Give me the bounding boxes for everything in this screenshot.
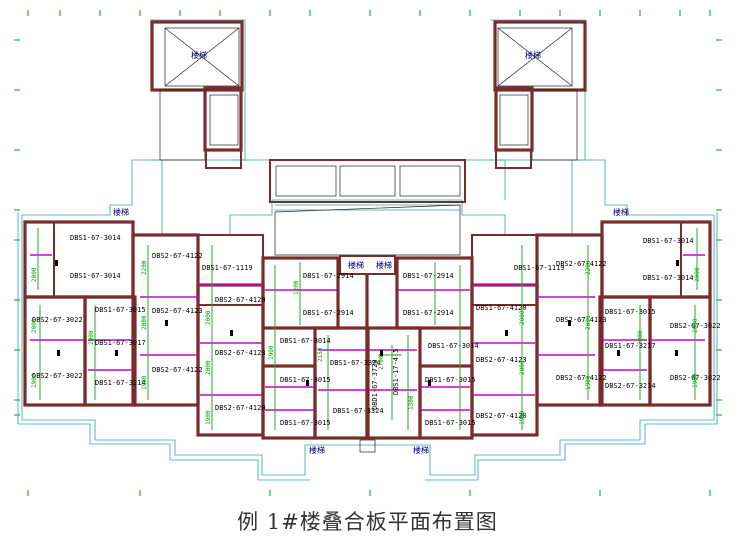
dim-text: 1900	[692, 373, 699, 388]
panel-label: DBS1-67-2914	[403, 272, 454, 280]
dim-text: 2000	[519, 310, 526, 325]
dim-text: 2150	[317, 347, 324, 362]
panel-label: DBS1-67-3324	[333, 407, 384, 415]
panel-label: DBS1-67-1119	[202, 264, 253, 272]
panel-labels-left: DBS1-67-3014 DBS1-67-3014 DBS1-67-3015 D…	[32, 234, 384, 427]
panel-label: DBS2-67-3214	[605, 382, 656, 390]
panel-label: DBS1-67-3017	[95, 339, 146, 347]
dim-text: 1900	[268, 345, 275, 360]
panel-label: DBS1-67-4120	[476, 304, 527, 312]
dim-text: 2000	[31, 318, 38, 333]
dim-texts: 2000 2000 1900 2000 2200 2000 1900 2000 …	[31, 260, 701, 425]
shaft-label: 楼梯	[191, 50, 207, 60]
dim-text: 2000	[694, 267, 701, 282]
dim-text: 1900	[205, 410, 212, 425]
axis-ticks	[14, 10, 722, 496]
panel-label: DBS2-67-4120	[215, 404, 266, 412]
panel-label: DBS1-67-3015	[425, 376, 476, 384]
panel-label: DBS1-67-3015	[95, 306, 146, 314]
panel-label: DBS2-67-3022	[32, 372, 83, 380]
panel-label: DBS2-67-4122	[152, 366, 203, 374]
dim-text: 1900	[519, 410, 526, 425]
green-dim-lines	[37, 228, 698, 430]
panel-label: DBS2-67-4122	[556, 374, 607, 382]
floor-plan-drawing: DBS1-67-3014 DBS1-67-3014 DBS1-67-3015 D…	[14, 10, 722, 496]
panel-label: DBS2-67-4122	[556, 260, 607, 268]
dim-text: 1900	[585, 375, 592, 390]
central-core	[269, 159, 466, 275]
dim-text: 2000	[519, 360, 526, 375]
dim-text: 2000	[141, 315, 148, 330]
stair-tower-right	[493, 20, 587, 169]
panel-label: DBS1-67-3014	[70, 234, 121, 242]
dim-text: 2000	[205, 310, 212, 325]
shaft-label: 楼梯	[348, 260, 364, 270]
panel-label: DBS1-67-2914	[403, 309, 454, 317]
panel-label: DBS1-67-3015	[425, 419, 476, 427]
dim-text: 1200	[293, 280, 300, 295]
dim-text: 2200	[585, 260, 592, 275]
dim-text: 1900	[31, 373, 38, 388]
panel-label: DBS1-67-3014	[70, 272, 121, 280]
shaft-label: 楼梯	[309, 445, 325, 455]
dim-text: 2000	[88, 330, 95, 345]
panel-label: DBS2-67-4123	[215, 349, 266, 357]
hatch-blocks	[55, 260, 679, 386]
panel-label: DBS1-67-3015	[280, 376, 331, 384]
shaft-label: 楼梯	[113, 207, 129, 217]
panel-label: DBS1-67-2914	[303, 272, 354, 280]
panel-label: DBS2-67-4122	[152, 252, 203, 260]
stair-tower-left	[150, 20, 244, 169]
shaft-label: 楼梯	[613, 207, 629, 217]
panel-label: DBS1-67-3014	[643, 274, 694, 282]
panel-label: DBS1-67-3015	[280, 419, 331, 427]
panel-label: DBS2-67-4123	[556, 316, 607, 324]
dim-text: 2000	[205, 360, 212, 375]
left-wing-rooms	[23, 220, 369, 440]
panel-label: DBS1-67-1119	[514, 264, 565, 272]
center-label: DBD1-67-3720	[371, 359, 379, 410]
dim-text: 2200	[141, 260, 148, 275]
panel-label: DBS1-67-3217	[605, 342, 656, 350]
dim-text: 2000	[637, 330, 644, 345]
dim-text: 1300	[408, 395, 415, 410]
dim-text: 1900	[141, 375, 148, 390]
panel-label: DBS2-67-3022	[32, 316, 83, 324]
shaft-label: 楼梯	[376, 260, 392, 270]
panel-label: DBS2-67-3022	[670, 374, 721, 382]
dim-text: 2000	[692, 318, 699, 333]
panel-label: DBS1-67-3015	[605, 308, 656, 316]
right-wing-rooms	[366, 220, 712, 440]
panel-label: DBS1-67-3014	[428, 342, 479, 350]
panel-label: DBS2-67-3022	[670, 322, 721, 330]
panel-label: DBS1-67-3324	[330, 359, 381, 367]
dim-text: 2700	[378, 355, 385, 370]
panel-label: DBS1-67-3014	[280, 337, 331, 345]
center-label: DBS1-17-4:5	[392, 349, 400, 395]
shaft-labels: 楼梯 楼梯 楼梯 楼梯 楼梯 楼梯 楼梯 楼梯	[113, 50, 629, 455]
drawing-caption: 例 1#楼叠合板平面布置图	[237, 510, 498, 534]
dim-text: 2000	[585, 315, 592, 330]
panel-label: DBS2-67-4123	[476, 356, 527, 364]
panel-label: DBS1-67-2914	[303, 309, 354, 317]
panel-label: DBS2-67-4120	[215, 296, 266, 304]
shaft-label: 楼梯	[413, 445, 429, 455]
shaft-label: 楼梯	[525, 50, 541, 60]
panel-label: DBS1-67-3014	[643, 237, 694, 245]
dim-text: 2000	[31, 267, 38, 282]
center-divider	[359, 275, 376, 453]
panel-labels-right: DBS1-67-2914 DBS1-67-2914 DBS1-67-3014 D…	[403, 237, 721, 427]
panel-label: DBS2-67-4123	[152, 307, 203, 315]
center-labels: DBD1-67-3720 DBS1-17-4:5	[371, 349, 400, 410]
panel-label: DBS1-67-3214	[95, 379, 146, 387]
panel-label: DBS2-67-4120	[476, 412, 527, 420]
